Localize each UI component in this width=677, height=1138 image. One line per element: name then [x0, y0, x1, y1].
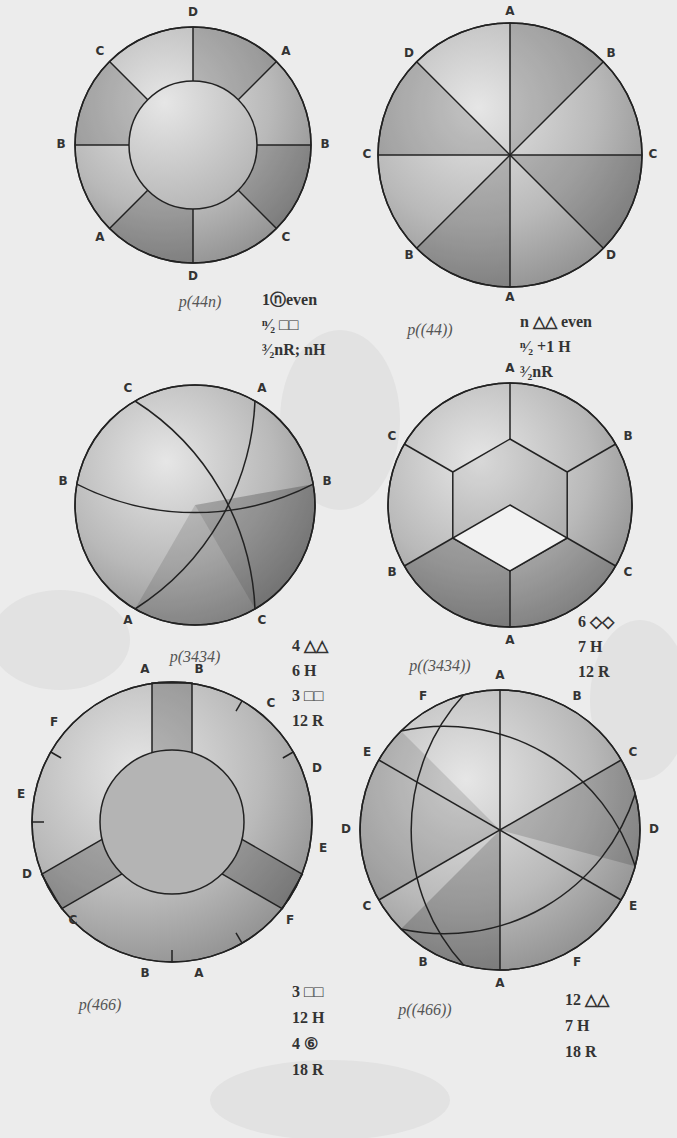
edge-letter: B	[194, 663, 203, 676]
piece-count: ⁿ⁄₂ +1 H	[520, 338, 571, 356]
edge-letter: A	[505, 362, 514, 375]
puzzle-caption: p((466))	[398, 1001, 451, 1019]
edge-letter: D	[649, 823, 659, 836]
puzzle-44-deep	[378, 23, 642, 287]
edge-letter: C	[96, 45, 105, 58]
edge-letter: B	[572, 690, 581, 703]
piece-count: ³⁄₂nR; nH	[262, 341, 325, 359]
puzzle-caption: p((44))	[407, 321, 452, 339]
edge-letter: F	[50, 716, 58, 729]
edge-letter: D	[341, 823, 351, 836]
piece-count: 4 △△	[292, 637, 328, 655]
edge-letter: A	[257, 382, 266, 395]
edge-letter: D	[22, 868, 32, 881]
piece-count: ³⁄₂nR	[520, 363, 553, 381]
puzzle-466	[32, 682, 312, 962]
edge-letter: A	[95, 231, 104, 244]
puzzle-caption: p(44n)	[179, 293, 222, 311]
edge-letter: C	[363, 148, 372, 161]
piece-count: 18 R	[292, 1061, 324, 1079]
edge-letter: A	[505, 634, 514, 647]
edge-letter: D	[606, 249, 616, 262]
edge-letter: C	[649, 148, 658, 161]
edge-letter: E	[363, 746, 371, 759]
piece-count: 3 □□	[292, 687, 323, 705]
puzzle-3434	[75, 385, 315, 625]
piece-count: 3 □□	[292, 983, 323, 1001]
edge-letter: B	[606, 47, 615, 60]
edge-letter: B	[322, 475, 331, 488]
puzzle-44n	[75, 27, 311, 263]
puzzle-3434-deep	[388, 383, 632, 627]
edge-letter: D	[188, 270, 198, 283]
edge-letter: A	[495, 669, 504, 682]
edge-letter: A	[495, 977, 504, 990]
edge-letter: E	[17, 788, 25, 801]
piece-count: 7 H	[578, 638, 602, 656]
edge-letter: F	[573, 956, 581, 969]
edge-letter: C	[363, 900, 372, 913]
edge-letter: C	[388, 430, 397, 443]
piece-count: 1ⓝeven	[262, 291, 317, 309]
edge-letter: C	[124, 382, 133, 395]
edge-letter: D	[188, 6, 198, 19]
edge-letter: B	[418, 956, 427, 969]
edge-letter: A	[123, 614, 132, 627]
piece-count: 12 H	[292, 1009, 324, 1027]
piece-count: 7 H	[565, 1017, 589, 1035]
edge-letter: A	[505, 291, 514, 304]
piece-count: 6 ◇◇	[578, 613, 614, 631]
piece-count: 12 R	[292, 712, 324, 730]
edge-letter: B	[387, 566, 396, 579]
edge-letter: B	[320, 138, 329, 151]
edge-letter: E	[319, 842, 327, 855]
piece-count: 18 R	[565, 1043, 597, 1061]
edge-letter: B	[623, 430, 632, 443]
edge-letter: C	[69, 914, 78, 927]
edge-letter: C	[282, 231, 291, 244]
edge-letter: B	[140, 967, 149, 980]
edge-letter: A	[194, 967, 203, 980]
edge-letter: C	[624, 566, 633, 579]
edge-letter: D	[312, 762, 322, 775]
edge-letter: C	[258, 614, 267, 627]
background-blobs	[0, 330, 677, 1138]
edge-letter: E	[629, 900, 637, 913]
edge-letter: A	[140, 663, 149, 676]
piece-count: 12 R	[578, 663, 610, 681]
edge-letter: C	[629, 746, 638, 759]
puzzle-caption: p(466)	[79, 996, 122, 1014]
piece-count: 6 H	[292, 662, 316, 680]
edge-letter: F	[419, 690, 427, 703]
edge-letter: F	[286, 914, 294, 927]
puzzle-caption: p((3434))	[409, 657, 470, 675]
edge-letter: D	[404, 47, 414, 60]
edge-letter: B	[56, 138, 65, 151]
piece-count: n △△ even	[520, 313, 592, 331]
piece-count: 12 △△	[565, 991, 609, 1009]
piece-count: ⁿ⁄₂ □□	[262, 316, 298, 334]
edge-letter: A	[281, 45, 290, 58]
puzzle-466-deep	[360, 690, 640, 970]
edge-letter: B	[404, 249, 413, 262]
edge-letter: A	[505, 5, 514, 18]
edge-letter: C	[267, 697, 276, 710]
edge-letter: B	[58, 475, 67, 488]
piece-count: 4 ⑥	[292, 1035, 318, 1053]
